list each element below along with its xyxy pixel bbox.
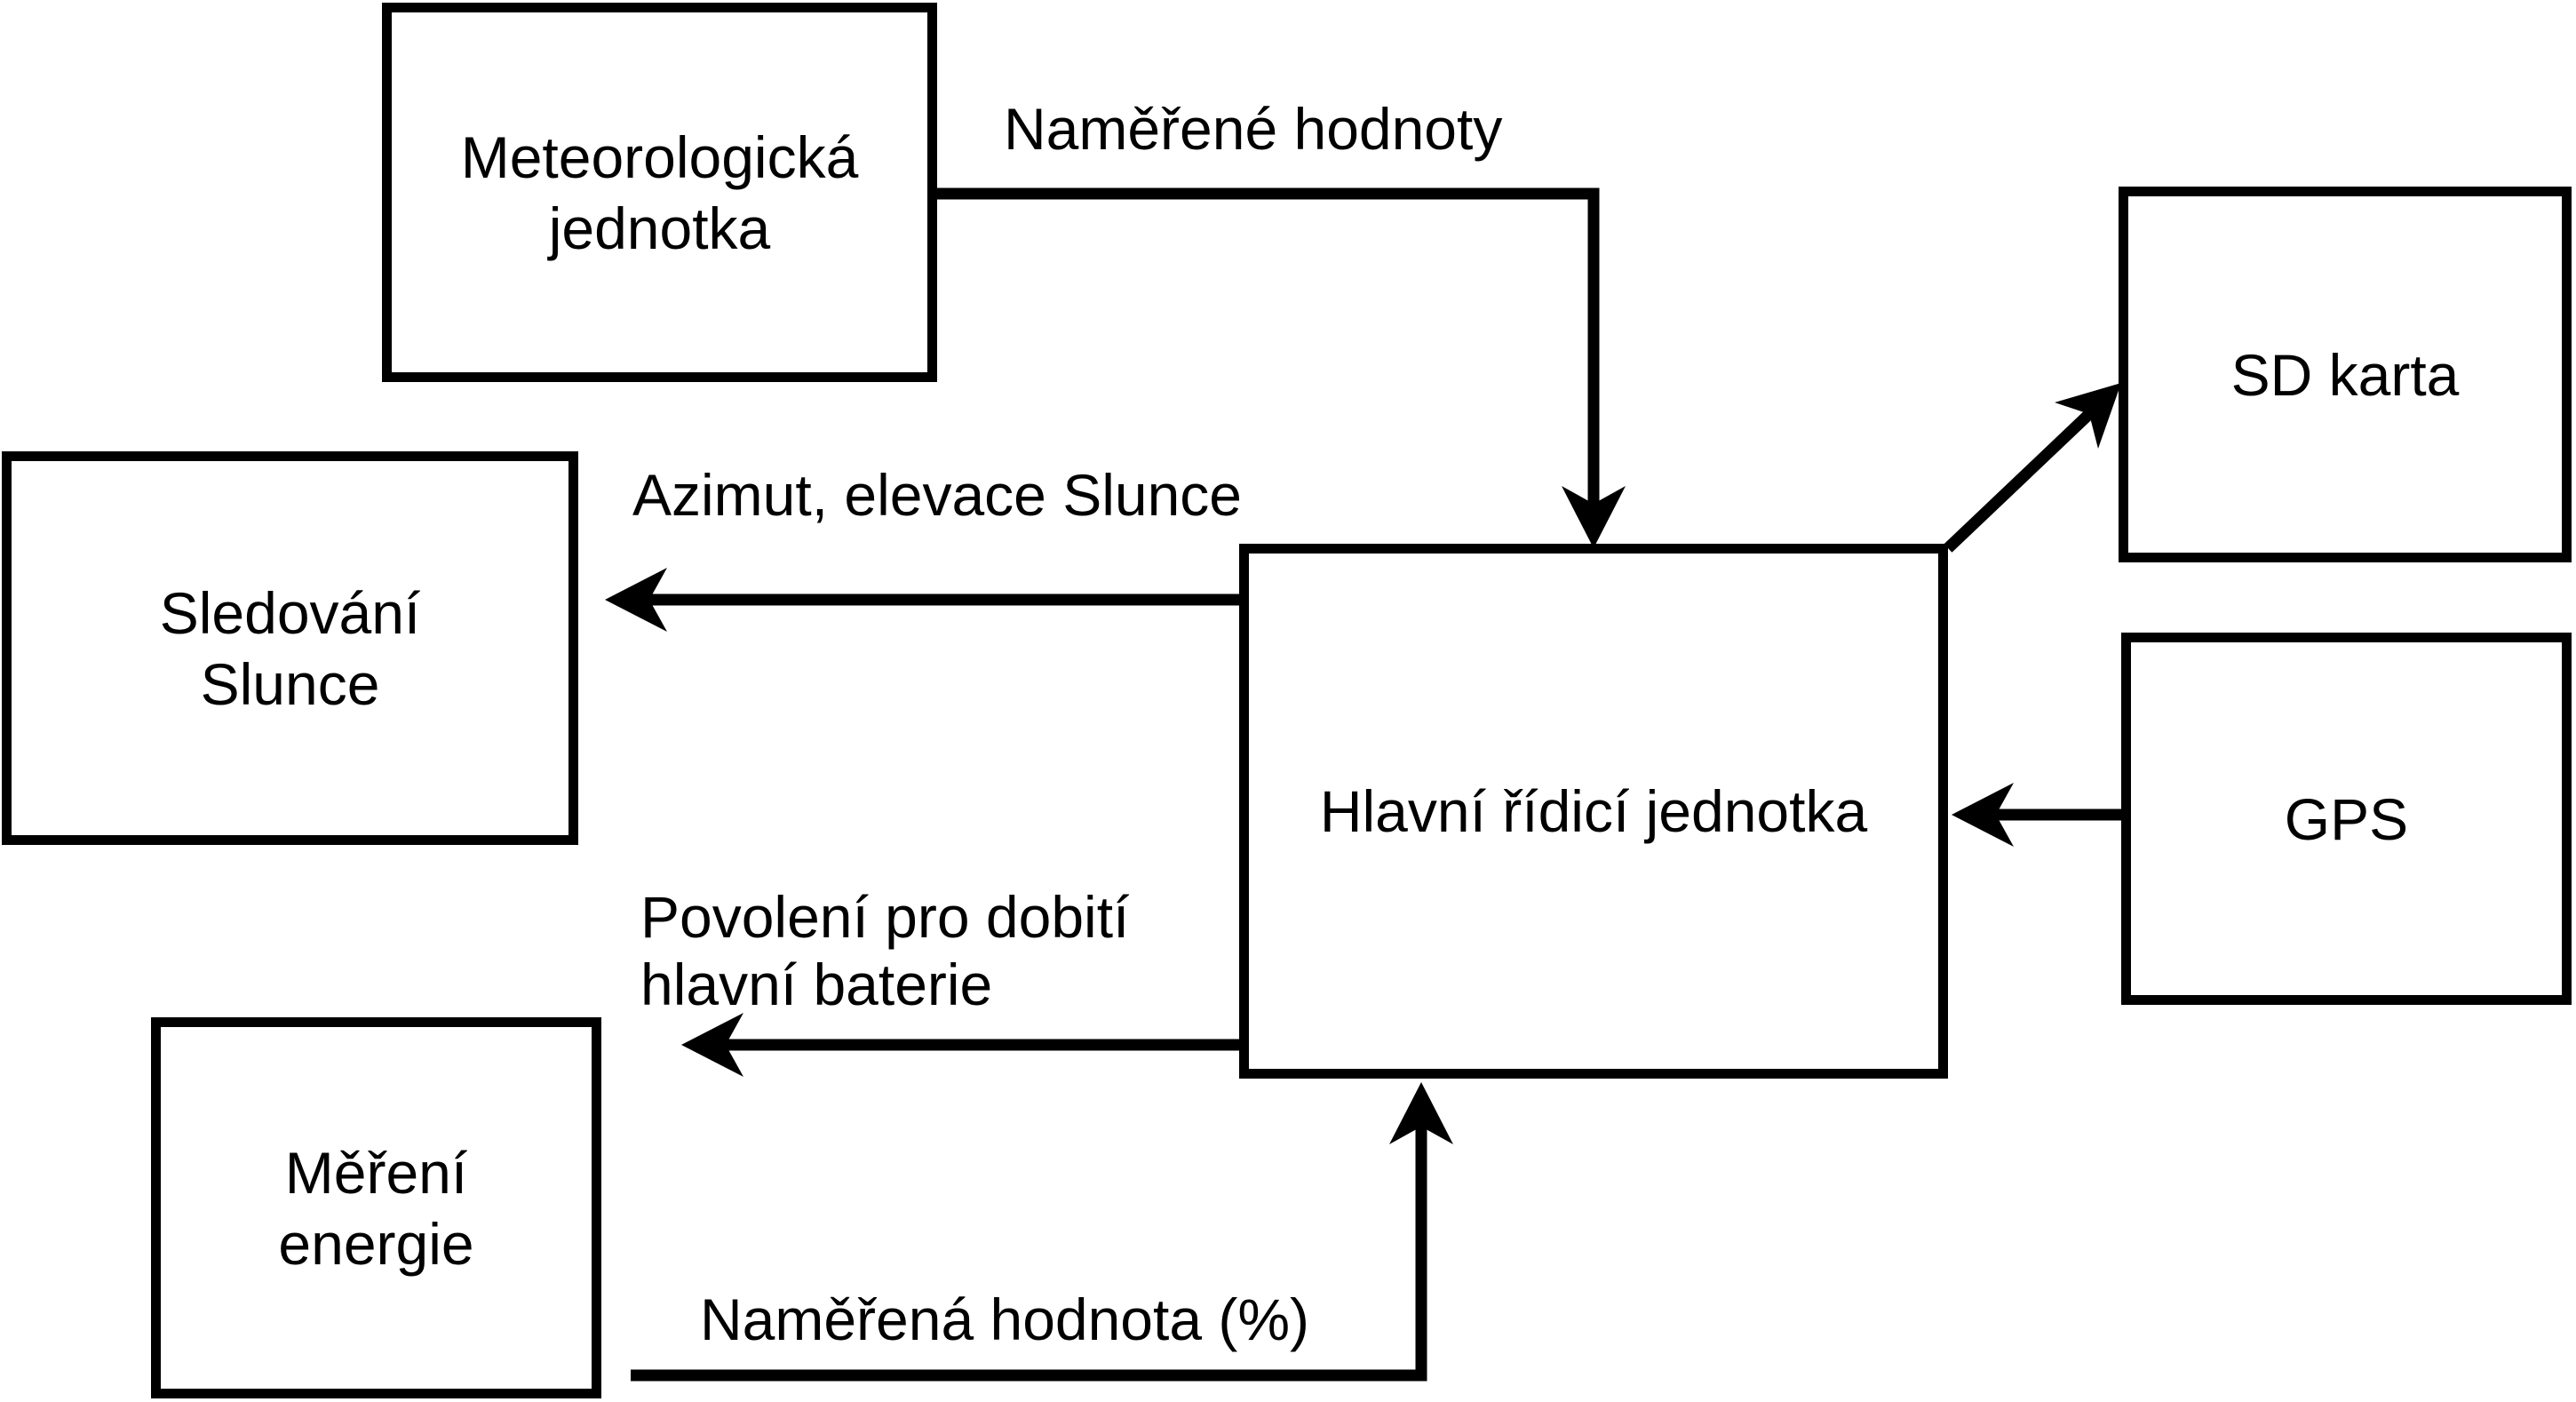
node-label-line: Sledování [159,579,421,646]
edge-label-measured-values: Naměřené hodnoty [1004,96,1503,162]
node-meteorological-unit: Meteorologická jednotka [382,3,937,382]
node-main-control-unit: Hlavní řídicí jednotka [1239,544,1948,1079]
node-energy-measurement: Měření energie [151,1017,601,1398]
node-sun-tracking: Sledování Slunce [2,451,578,845]
arrowhead-left-icon [1952,783,2014,847]
node-label-line: Měření [284,1139,468,1206]
edge-met-to-main-line [936,187,1600,504]
edge-label-charge-permission: Povolení pro dobití hlavní baterie [640,883,1129,1018]
node-label-line: Hlavní řídicí jednotka [1319,778,1868,844]
node-gps: GPS [2121,633,2572,1005]
edge-main-to-sd-line [1944,410,2094,553]
node-label-line: GPS [2284,785,2409,852]
node-sd-card: SD karta [2119,187,2572,562]
edge-label-measured-value-percent: Naměřená hodnota (%) [700,1286,1310,1352]
node-label-line: SD karta [2230,341,2460,408]
node-label-line: energie [278,1210,474,1277]
arrowhead-left-icon [605,568,667,632]
node-label-line: Meteorologická [460,123,859,190]
edge-mer-to-main-line [631,1127,1427,1382]
edge-label-line: hlavní baterie [640,952,993,1017]
edge-label-line: Povolení pro dobití [640,884,1130,950]
node-label-line: jednotka [548,195,771,261]
arrowhead-upright-icon [2055,383,2121,449]
arrowhead-up-icon [1389,1082,1453,1144]
node-label-line: Slunce [200,650,380,717]
edge-label-azimuth-elevation: Azimut, elevace Slunce [632,462,1243,528]
arrowhead-left-icon [681,1013,743,1077]
arrowhead-down-icon [1562,486,1626,548]
